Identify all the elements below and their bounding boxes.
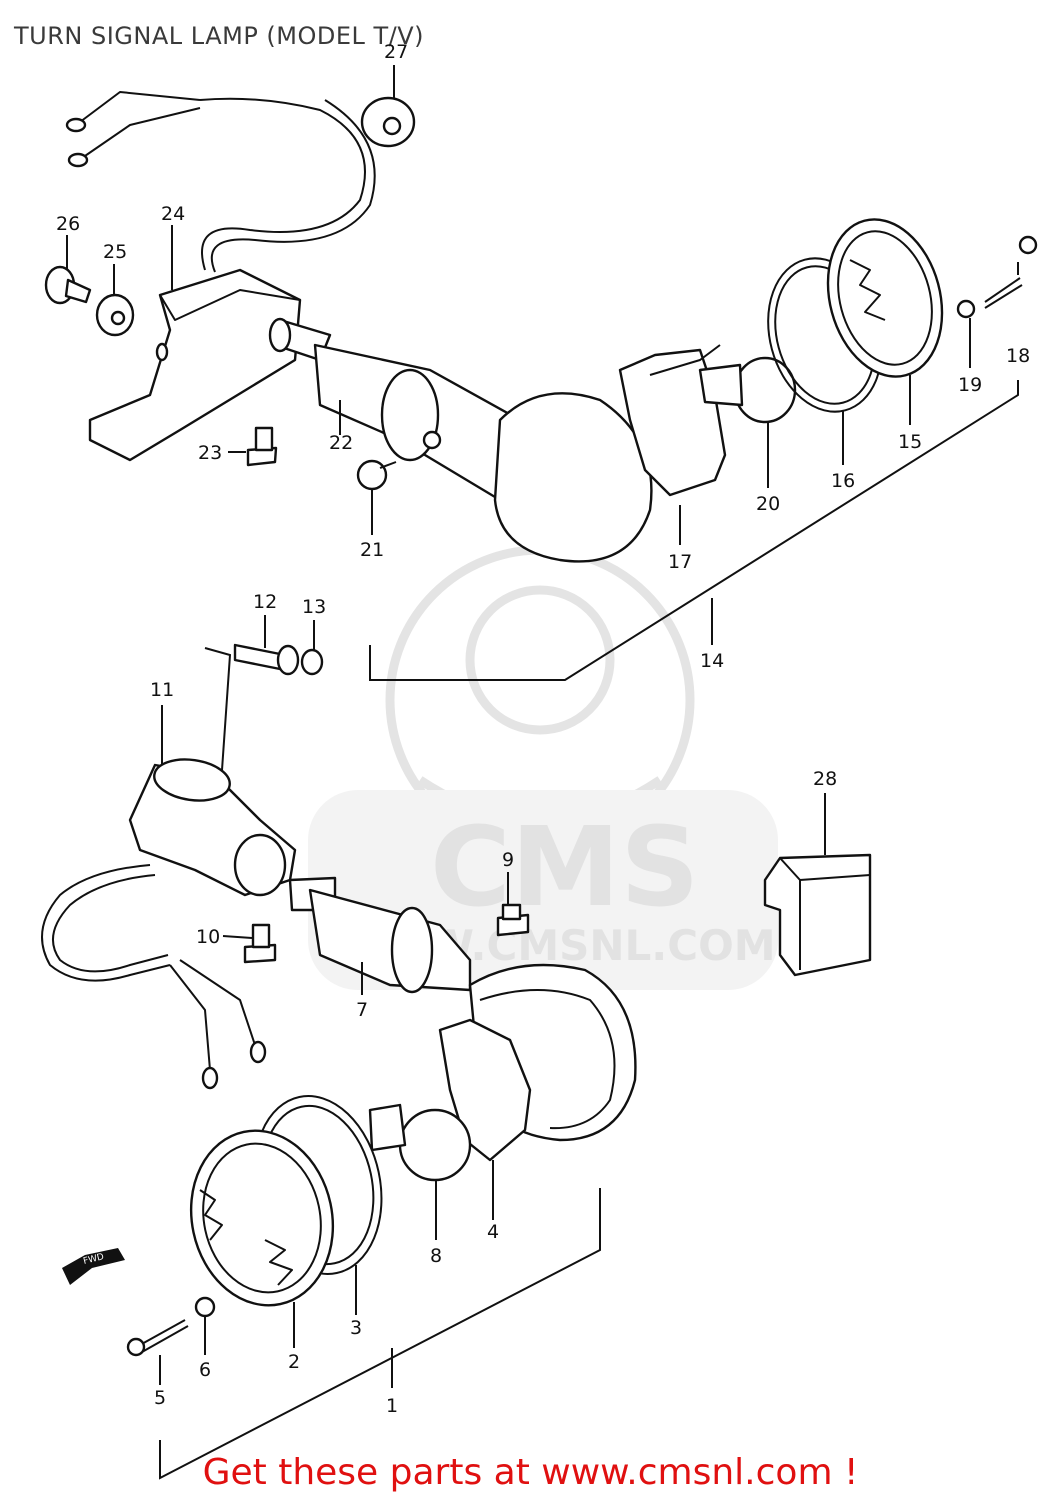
socket-17	[618, 348, 727, 497]
callouts: 27 26 25 24 23 22 21 20 19 18 17 16 15 1…	[56, 41, 1030, 1417]
wire-terminal	[67, 152, 89, 168]
callout-10: 10	[196, 926, 220, 948]
wire-terminal	[201, 1066, 219, 1090]
callout-7: 7	[356, 999, 368, 1021]
callout-1: 1	[386, 1395, 398, 1417]
bracket-24	[88, 268, 302, 462]
callout-6: 6	[199, 1359, 211, 1381]
callout-13: 13	[302, 596, 326, 618]
callout-11: 11	[150, 679, 174, 701]
flasher-relay-28	[763, 853, 872, 977]
lamp-housing-upper	[493, 392, 653, 563]
upper-lamp-assembly	[44, 91, 1038, 563]
wire-terminal	[249, 1040, 267, 1064]
footer-link-text[interactable]: Get these parts at www.cmsnl.com !	[202, 1452, 859, 1493]
wire-terminal	[65, 117, 87, 133]
callout-24: 24	[161, 203, 185, 225]
callout-14: 14	[700, 650, 724, 672]
callout-19: 19	[958, 374, 982, 396]
callout-23: 23	[198, 442, 222, 464]
callout-22: 22	[329, 432, 353, 454]
wire-harness-upper	[199, 97, 366, 271]
nut-6	[194, 1296, 216, 1318]
screw-18	[984, 277, 1021, 303]
lower-lamp-assembly: FWD	[41, 643, 872, 1357]
callout-3: 3	[350, 1317, 362, 1339]
forward-arrow-icon: FWD	[62, 1248, 125, 1285]
screw-5	[139, 1319, 186, 1346]
callout-2: 2	[288, 1351, 300, 1373]
callout-17: 17	[668, 551, 692, 573]
lens-2	[189, 1129, 335, 1307]
callout-12: 12	[253, 591, 277, 613]
callout-25: 25	[103, 241, 127, 263]
callout-4: 4	[487, 1221, 499, 1243]
callout-15: 15	[898, 431, 922, 453]
callout-20: 20	[756, 493, 780, 515]
callout-9: 9	[502, 849, 514, 871]
leader-lines	[66, 65, 1019, 1480]
diagram-title: TURN SIGNAL LAMP (MODEL T/V)	[14, 22, 425, 50]
nut-13	[300, 648, 324, 676]
callout-18: 18	[1006, 345, 1030, 367]
bulb-8	[398, 1108, 472, 1182]
callout-21: 21	[360, 539, 384, 561]
fwd-label: FWD	[82, 1252, 105, 1267]
watermark-brand: CMS	[430, 803, 699, 931]
nut-19	[956, 299, 976, 319]
callout-26: 26	[56, 213, 80, 235]
screw-21	[356, 459, 388, 491]
callout-5: 5	[154, 1387, 166, 1409]
callout-16: 16	[831, 470, 855, 492]
wire-harness-lower	[41, 864, 171, 982]
callout-8: 8	[430, 1245, 442, 1267]
callout-28: 28	[813, 768, 837, 790]
lens-15	[826, 218, 944, 378]
callout-27: 27	[384, 41, 408, 63]
